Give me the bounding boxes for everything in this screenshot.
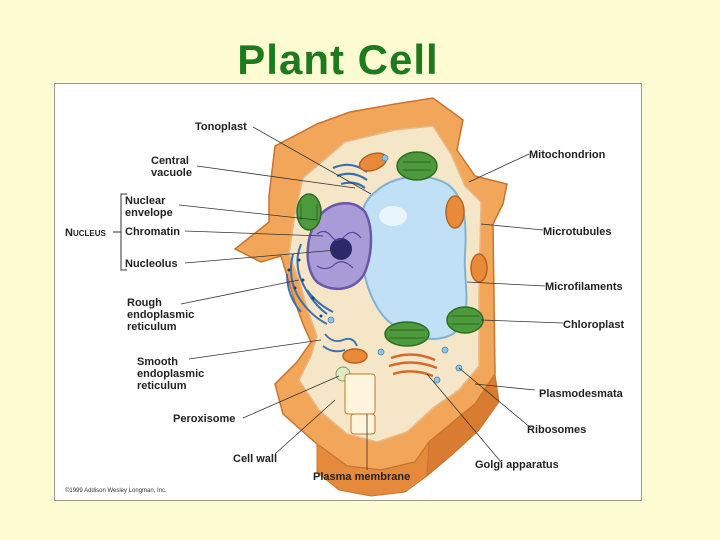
label-mitochondrion: Mitochondrion	[529, 149, 606, 161]
copyright-notice: ©1999 Addison Wesley Longman, Inc.	[65, 487, 167, 494]
label-nucleolus: Nucleolus	[125, 258, 178, 270]
chloroplasts	[296, 151, 484, 347]
vesicles	[327, 154, 463, 384]
label-chromatin: Chromatin	[125, 226, 180, 238]
mitochondrion-4	[342, 348, 368, 364]
label-plasmodesmata: Plasmodesmata	[539, 388, 624, 400]
label-tonoplast: Tonoplast	[195, 121, 247, 133]
nucleolus	[330, 238, 352, 260]
label-chloroplast: Chloroplast	[563, 319, 624, 331]
label-cell-wall: Cell wall	[233, 453, 277, 465]
nucleus	[306, 202, 373, 290]
mitochondrion-2	[445, 195, 465, 229]
label-peroxisome: Peroxisome	[173, 413, 235, 425]
label-nuclear-envelope: Nuclear envelope	[125, 195, 173, 219]
label-golgi-apparatus: Golgi apparatus	[475, 459, 559, 471]
label-plasma-membrane: Plasma membrane	[313, 471, 410, 483]
chloroplast-top	[396, 151, 438, 181]
golgi-apparatus	[388, 353, 438, 378]
slide-title: Plant Cell	[237, 36, 439, 83]
chromatin	[316, 230, 362, 270]
mitochondria	[342, 152, 488, 364]
label-central-vacuole: Central vacuole	[151, 155, 192, 179]
smooth-er	[322, 333, 358, 353]
label-smooth-er: Smooth endoplasmic reticulum	[137, 356, 207, 392]
vacuole-highlight	[379, 206, 407, 226]
label-ribosomes: Ribosomes	[527, 424, 586, 436]
label-nucleus-group: NUCLEUS	[65, 227, 107, 239]
chloroplast-right	[446, 306, 484, 334]
plasmodesmata	[344, 373, 376, 435]
plant-cell-figure: Tonoplast Central vacuole NUCLEUS Nuclea…	[54, 83, 642, 501]
plant-cell-diagram: Tonoplast Central vacuole NUCLEUS Nuclea…	[65, 97, 624, 497]
rough-er	[286, 243, 334, 325]
chloroplast-left	[296, 193, 322, 231]
label-microtubules: Microtubules	[543, 226, 611, 238]
mitochondrion-3	[470, 253, 488, 283]
nucleus-bracket	[113, 193, 127, 271]
chloroplast-bottom	[384, 321, 430, 347]
label-rough-er: Rough endoplasmic reticulum	[127, 297, 197, 333]
leader-lines	[178, 126, 564, 470]
label-microfilaments: Microfilaments	[545, 281, 623, 293]
ribosome-dots	[287, 258, 323, 318]
